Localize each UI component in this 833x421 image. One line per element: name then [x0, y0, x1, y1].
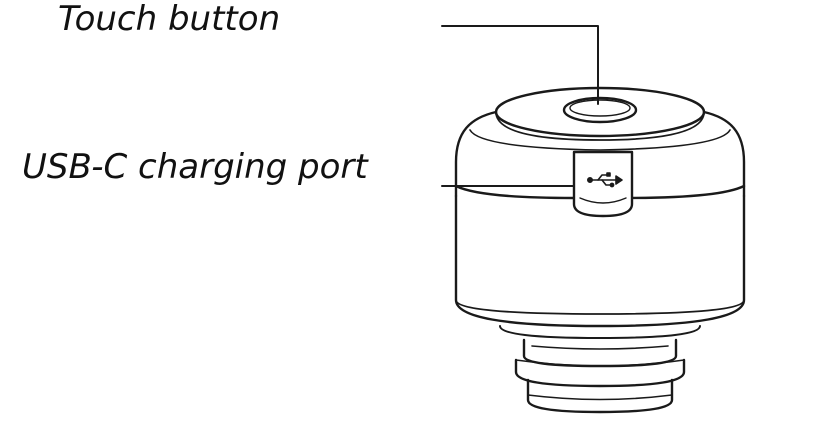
top-surface	[494, 86, 706, 138]
touch-button-label: Touch button	[58, 0, 281, 39]
lower-body	[454, 194, 746, 328]
mount-threads	[499, 325, 701, 414]
lower-body-ring	[455, 299, 745, 315]
top-surface-inner-rim	[469, 129, 731, 151]
usb-port-label: USB-C charging port	[22, 147, 368, 187]
touch-button-leader-line	[441, 25, 599, 105]
upper-dome-cap	[454, 110, 746, 198]
usb-port	[572, 150, 634, 218]
usb-icon	[586, 172, 623, 188]
cap-bottom-edge	[454, 184, 746, 200]
touch-button	[562, 96, 638, 124]
top-surface-rim	[495, 111, 705, 141]
